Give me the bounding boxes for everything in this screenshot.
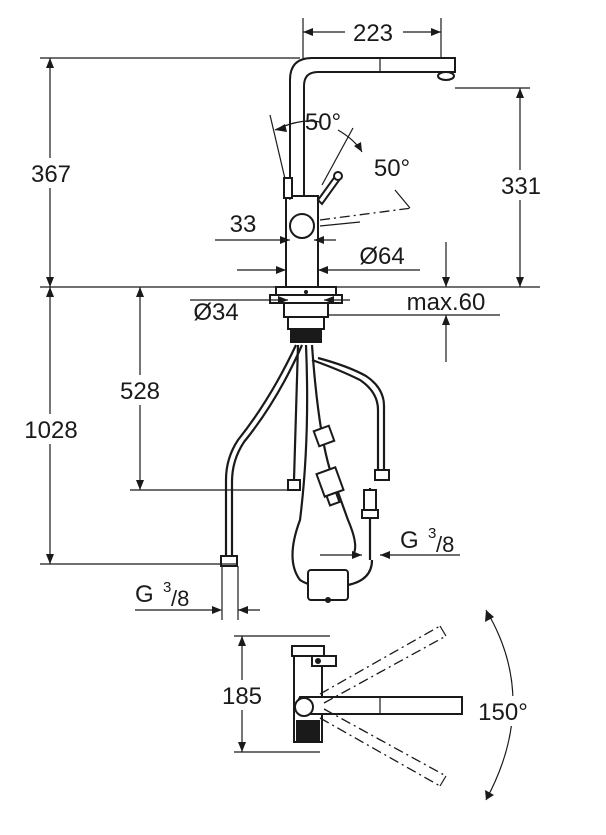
label-max-thickness: max.60 (407, 289, 486, 316)
dimension-connection-left: G 3 /8 (135, 566, 260, 620)
dimension-hole-diameter: Ø34 (190, 296, 350, 326)
label-connection-right-den: /8 (436, 532, 454, 557)
label-swivel-angle: 150° (478, 699, 528, 726)
label-lever-angle-left: 50° (305, 109, 341, 136)
faucet-front-view (269, 57, 456, 289)
dimension-total-height: 367 (20, 57, 300, 287)
dimension-hose-long: 1028 (10, 287, 236, 565)
label-spout-reach: 223 (353, 20, 393, 47)
mounting-assembly (269, 286, 343, 343)
dimension-hose-short: 528 (108, 287, 300, 491)
supply-hoses (220, 344, 390, 603)
dimension-lever-offset: 33 (215, 211, 336, 244)
dimension-spout-reach: 223 (302, 18, 442, 60)
label-lever-angle-right: 50° (374, 155, 410, 182)
label-hole-diameter: Ø34 (193, 299, 238, 326)
dimension-side-height: 185 (214, 635, 330, 753)
label-hose-short: 528 (120, 378, 160, 405)
label-connection-right-num: 3 (428, 525, 436, 542)
label-side-height: 185 (222, 683, 262, 710)
label-connection-left-num: 3 (163, 579, 171, 596)
label-hose-long: 1028 (24, 417, 77, 444)
label-body-diameter: Ø64 (359, 243, 404, 270)
dimension-max-thickness: max.60 (320, 242, 500, 362)
dimension-body-diameter: Ø64 (237, 243, 420, 274)
dimension-spout-height: 331 (455, 87, 552, 287)
label-total-height: 367 (31, 161, 71, 188)
label-connection-right-main: G (400, 527, 419, 554)
dimension-connection-right: G 3 /8 (320, 525, 460, 559)
label-connection-left-main: G (135, 581, 154, 608)
label-connection-left-den: /8 (171, 586, 189, 611)
label-spout-height: 331 (501, 173, 541, 200)
faucet-side-view (291, 609, 514, 801)
label-lever-offset: 33 (230, 211, 257, 238)
